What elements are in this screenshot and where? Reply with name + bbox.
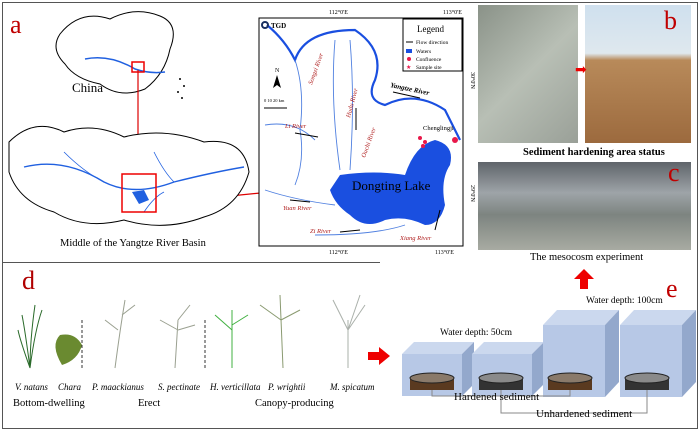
legend-item: Sample site (416, 65, 442, 71)
hardened-sediment-disc (547, 372, 593, 390)
basin-caption: Middle of the Yangtze River Basin (60, 238, 206, 249)
panel-divider (2, 262, 380, 263)
up-arrow-icon (574, 269, 594, 289)
species-label: S. pectinate (158, 382, 200, 392)
dongting-lake-map: 112°0'E 113°0'E 112°0'E 113°0'E 30°0'N 2… (258, 9, 476, 256)
river-label: Li River (284, 123, 307, 130)
unhardened-sediment-disc (478, 372, 524, 390)
lon-tick: 112°0'E (329, 249, 348, 256)
lon-tick: 112°0'E (329, 9, 348, 16)
depth-100-label: Water depth: 100cm (586, 296, 663, 306)
legend-item: Waters (416, 49, 431, 55)
hardened-sediment-label: Hardened sediment (454, 391, 540, 403)
species-label: M. spicatum (330, 382, 375, 392)
group-label: Erect (138, 398, 161, 409)
group-label: Canopy-producing (255, 398, 334, 409)
panel-label-a: a (10, 10, 22, 39)
unhardened-sediment-label: Unhardened sediment (536, 408, 633, 420)
legend-item: Flow direction (416, 40, 448, 46)
species-label: V. natans (15, 382, 48, 392)
yangtze-basin-map (8, 125, 250, 226)
legend-item: Confluence (416, 56, 442, 63)
panel-label-c: c (668, 158, 680, 187)
panel-label-d: d (22, 266, 35, 295)
species-label: H. verticillata (210, 382, 261, 392)
lat-tick: 30°0'N (469, 72, 476, 89)
species-label: P. wrightii (268, 382, 306, 392)
china-map (55, 11, 185, 99)
depth-50-label: Water depth: 50cm (440, 328, 513, 338)
north-arrow-icon: N (275, 68, 280, 74)
scale-bar: 0 10 20 km (264, 98, 285, 103)
lat-tick: 29°0'N (469, 185, 476, 202)
photo-cracked-sediment (585, 5, 691, 143)
photo-mesocosm (478, 162, 691, 250)
right-arrow-icon (368, 347, 390, 365)
hardened-sediment-disc (409, 372, 455, 390)
legend-title: Legend (417, 24, 444, 34)
right-arrow-icon: ➡ (575, 63, 587, 78)
river-label: Zi River (310, 228, 332, 235)
legend-box (402, 18, 463, 72)
lon-tick: 113°0'E (435, 249, 454, 256)
chenglingji-label: Chenglingji (423, 125, 454, 132)
mesocosm-caption: The mesocosm experiment (530, 252, 644, 263)
tgd-label: TGD (271, 22, 286, 30)
lake-label: Dongting Lake (352, 178, 431, 193)
panel-label-b: b (664, 6, 677, 35)
river-label: Xiang River (399, 235, 432, 242)
species-label: P. maackianus (92, 382, 144, 392)
hardening-caption: Sediment hardening area status (523, 147, 665, 158)
lon-tick: 113°0'E (443, 9, 462, 16)
river-label: Yuan River (283, 205, 312, 212)
mesocosm-tanks-diagram (402, 310, 696, 414)
panel-label-e: e (666, 274, 678, 303)
group-label: Bottom-dwelling (13, 398, 85, 409)
china-label: China (72, 80, 104, 95)
photo-hardening-aerial (478, 5, 578, 143)
plant-illustrations (17, 294, 366, 369)
species-label: Chara (58, 382, 82, 392)
unhardened-sediment-disc (624, 372, 670, 390)
svg-text:★: ★ (406, 64, 411, 71)
